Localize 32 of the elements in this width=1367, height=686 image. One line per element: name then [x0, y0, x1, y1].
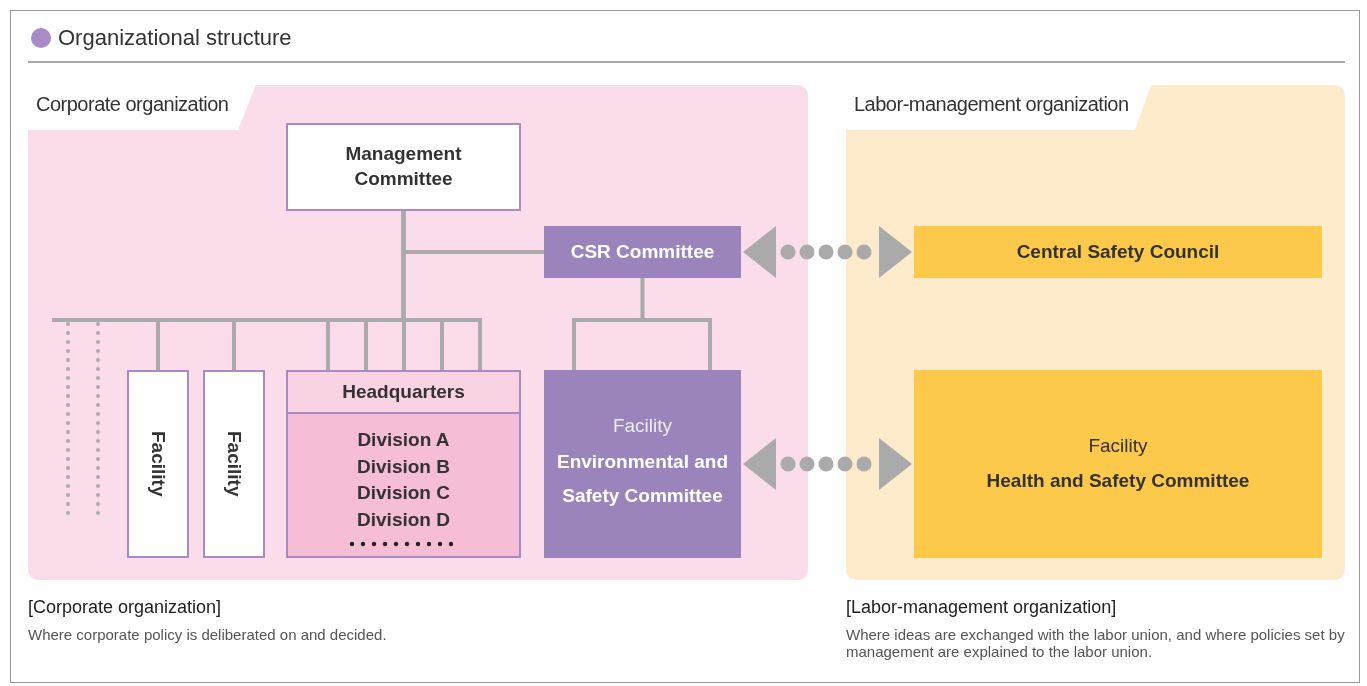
committee-box [286, 123, 521, 211]
box-label: Environmental and Safety Committee [556, 450, 729, 509]
description-text: Where corporate policy is deliberated on and decided. [28, 627, 388, 644]
section-heading: [Corporate organization] [28, 598, 223, 618]
committee-box [544, 226, 741, 278]
box-label: Facility [612, 414, 673, 439]
division-label: Division D [356, 508, 451, 533]
headquarters-box [286, 370, 521, 558]
division-label: Division B [356, 454, 451, 479]
organization-panel [28, 85, 808, 580]
connector-line [572, 276, 712, 372]
box-label: Health and Safety Committee [986, 469, 1250, 493]
box-label: CSR Committee [570, 239, 715, 264]
box-label: Facility [1088, 434, 1148, 459]
council-box [914, 370, 1322, 558]
committee-box [544, 370, 741, 558]
facility-box [203, 370, 265, 558]
description-text: Where ideas are exchanged with the labor union, and where policies set by management are explained to the labor union. [846, 627, 1346, 660]
box-label: Facility [223, 431, 247, 497]
organization-panel [846, 85, 1345, 580]
facility-box [127, 370, 189, 558]
diagram-title: Organizational structure [58, 25, 292, 51]
division-label: Division A [356, 428, 451, 452]
box-label: Management Committee [344, 142, 463, 191]
panel-heading: Labor-management organization [854, 93, 1129, 116]
division-label: Division C [356, 481, 451, 506]
box-header: Headquarters [288, 372, 519, 414]
box-label: Facility [147, 431, 171, 497]
box-label: Central Safety Council [1016, 239, 1220, 264]
council-box [914, 226, 1322, 278]
section-heading: [Labor-management organization] [846, 598, 1118, 618]
panel-heading: Corporate organization [36, 93, 229, 116]
